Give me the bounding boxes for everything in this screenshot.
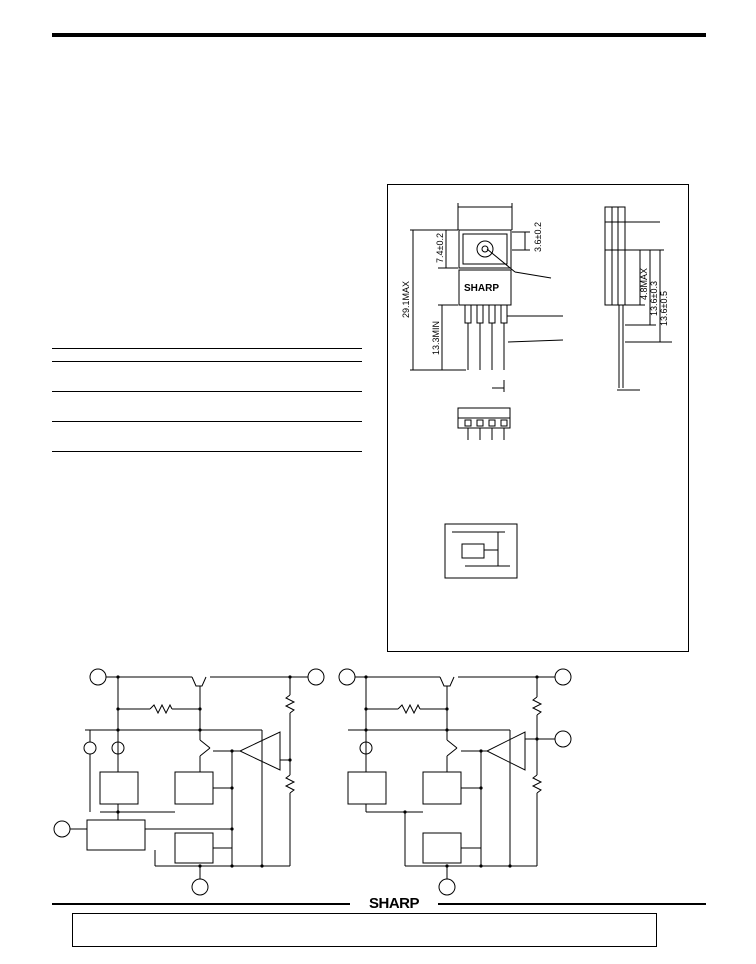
table-row [52, 361, 362, 392]
footer-brand-logo: SHARP [368, 895, 420, 912]
table-row [52, 421, 362, 452]
dim-side-b: 13.6±0.5 [659, 291, 669, 326]
footer-rule-left [52, 903, 350, 905]
header-rule [52, 33, 706, 37]
logo-sharp-small: SHARP [464, 283, 499, 294]
dim-side-max: 4.8MAX [639, 268, 649, 300]
footer-rule-right [438, 903, 706, 905]
table-row [52, 391, 362, 422]
dim-overall-length: 29.1MAX [401, 281, 411, 318]
dim-pin-diameter: 3.6±0.2 [533, 222, 543, 252]
spec-table [52, 348, 362, 452]
package-outline-frame [387, 184, 689, 652]
dim-side-a: 13.6±0.3 [649, 281, 659, 316]
dim-body-height: 7.4±0.2 [435, 233, 445, 263]
footer-notice-box [72, 913, 657, 947]
dim-lead-length: 13.3MIN [431, 321, 441, 355]
table-row [52, 348, 362, 362]
